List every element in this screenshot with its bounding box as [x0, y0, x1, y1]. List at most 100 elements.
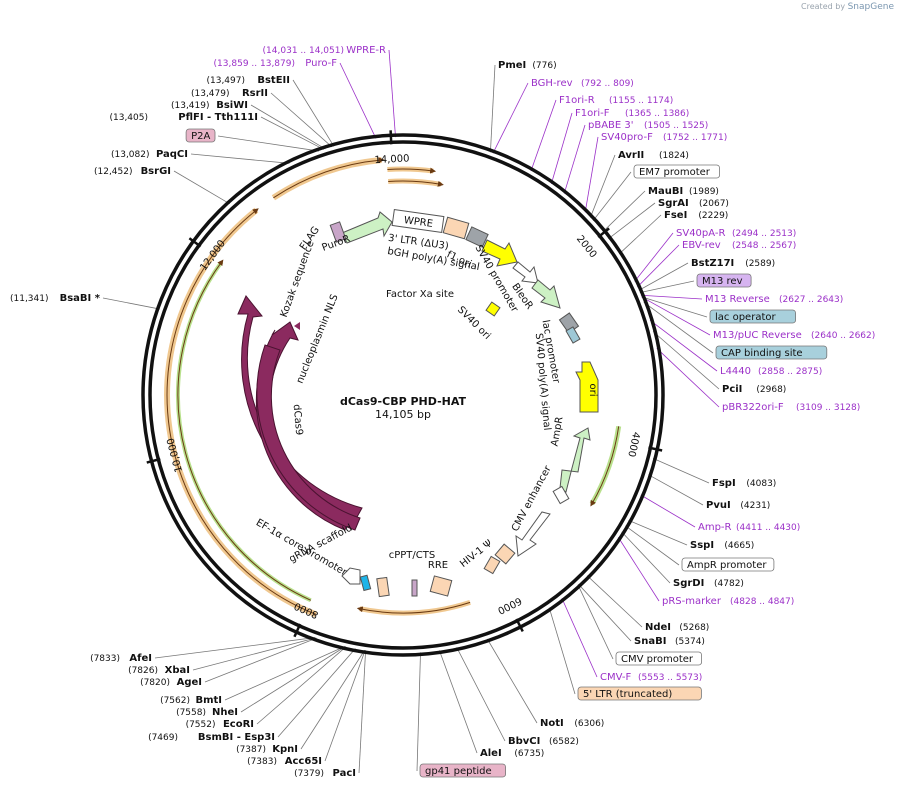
label-left-6: BsrGI (12,452) [94, 166, 171, 177]
leader-line [628, 519, 688, 546]
label-name: pBABE 3' [588, 120, 634, 131]
label-right-11: SV40pA-R(2494 .. 2513) [676, 228, 796, 239]
label-position: (1155 .. 1174) [609, 96, 673, 106]
label-left-15: KpnI (7387) [236, 744, 298, 755]
label-top-0: WPRE-R(14,031 .. 14,051) [263, 45, 386, 56]
label-right-14: M13 rev [696, 273, 752, 288]
label-name: Acc65I [285, 756, 322, 767]
label-name: AleI [480, 748, 502, 759]
ampr-promoter-box [552, 485, 570, 505]
feature-label-box [715, 345, 828, 360]
label-name: BstEII [257, 75, 290, 86]
grna-marker [359, 574, 372, 592]
rre-box [429, 575, 453, 597]
tick-label: 14,000 [374, 153, 409, 166]
feature-label-text: lac operator [715, 312, 776, 323]
label-name: EBV-rev [682, 240, 721, 251]
inner-label: CMV enhancer [510, 463, 554, 533]
label-position: (7469) [148, 733, 178, 743]
label-name: BsaBI * [60, 293, 101, 304]
leader-line [648, 474, 704, 506]
label-name: PmeI [498, 60, 526, 71]
feature-arrows [237, 209, 599, 598]
feature-label-text: gp41 peptide [425, 766, 492, 777]
label-name: SgrDI [673, 578, 704, 589]
label-name: NdeI [645, 622, 671, 633]
label-position: (7387) [236, 745, 266, 755]
label-name: BsrGI [141, 166, 171, 177]
label-position: (13,082) [111, 150, 150, 160]
credit-brand: SnapGene [847, 2, 894, 12]
label-position: (6306) [574, 719, 604, 729]
label-position: (7562) [160, 696, 190, 706]
label-left-0: BstEII (13,497) [206, 75, 290, 86]
leader-line [577, 584, 614, 660]
label-name: M13/pUC Reverse [713, 330, 802, 341]
label-position: (6735) [514, 749, 544, 759]
tick-mark [515, 618, 524, 632]
ef1a-promoter-arrow [341, 567, 361, 585]
label-right-5: SV40pro-F(1752 .. 1771) [601, 132, 727, 143]
leader-line [438, 650, 478, 754]
kozak-marker [294, 322, 300, 330]
label-position: (13,497) [206, 76, 245, 86]
labels: BstEII(13,497)RsrII(13,479)BsiWI(13,419)… [10, 45, 875, 779]
ampr-arrow [559, 427, 591, 493]
leader-line [643, 301, 714, 354]
leader-line [192, 637, 316, 671]
label-name: AvrII [618, 150, 644, 161]
label-position: (11,341) [10, 294, 49, 304]
label-name: KpnI [272, 744, 298, 755]
feature-label-box [615, 651, 702, 666]
bleor-arrow [531, 279, 561, 309]
label-position: (13,479) [191, 89, 230, 99]
tick-mark [597, 227, 610, 239]
leader-line [640, 494, 696, 528]
orange-track-top2-line [388, 180, 444, 187]
label-position: (7826) [128, 666, 158, 676]
label-name: BsmBI - Esp3I [198, 732, 275, 743]
feature-label-text: CMV promoter [621, 654, 694, 665]
label-position: (12,452) [94, 167, 133, 177]
inner-label: WPRE [403, 215, 433, 230]
label-left-8: AfeI(7833) [90, 653, 152, 664]
leader-line [625, 525, 680, 566]
label-bottom-2: AleI (6735) [480, 748, 544, 759]
label-right-32: CMV-F(5553 .. 5573) [600, 672, 702, 683]
leader-line [190, 153, 290, 164]
label-position: (2067) [699, 199, 729, 209]
feature-label-text: AmpR promoter [687, 560, 767, 571]
orange-track-left-line [166, 208, 317, 615]
label-name: WPRE-R [346, 45, 386, 56]
label-left-5: PaqCI(13,082) [111, 149, 188, 160]
plasmid-backbone [141, 133, 665, 657]
leader-line [592, 171, 632, 221]
leader-line [250, 104, 326, 150]
feature-label-box [633, 164, 720, 179]
label-name: SV40pA-R [676, 228, 725, 239]
leader-line [256, 646, 347, 725]
f1-ori-arrow [481, 239, 518, 267]
backbone-outer-ring [141, 133, 665, 657]
label-position: (2858 .. 2875) [758, 367, 822, 377]
leader-line [456, 647, 506, 742]
backbone-inner-ring [148, 140, 658, 650]
label-right-0: PmeI(776) [498, 60, 557, 71]
leader-line [548, 607, 576, 695]
label-left-7: BsaBI * (11,341) [10, 293, 101, 304]
inner-label: AmpR [550, 416, 566, 447]
label-position: (7383) [247, 757, 277, 767]
feature-label-text: CAP binding site [721, 348, 803, 359]
label-name: F1ori-R [559, 95, 595, 106]
leader-line [640, 294, 703, 300]
tick-label: 4000 [625, 431, 641, 458]
label-position: (5553 .. 5573) [638, 673, 702, 683]
label-left-9: XbaI(7826) [128, 665, 190, 676]
label-position: (4083) [746, 479, 776, 489]
label-top-1: Puro-F(13,859 .. 13,879) [214, 58, 338, 69]
label-name: MauBI [648, 186, 683, 197]
label-name: FspI [712, 478, 736, 489]
label-right-19: L4440(2858 .. 2875) [720, 366, 822, 377]
label-position: (2229) [698, 211, 728, 221]
label-right-28: pRS-marker(4828 .. 4847) [662, 596, 794, 607]
